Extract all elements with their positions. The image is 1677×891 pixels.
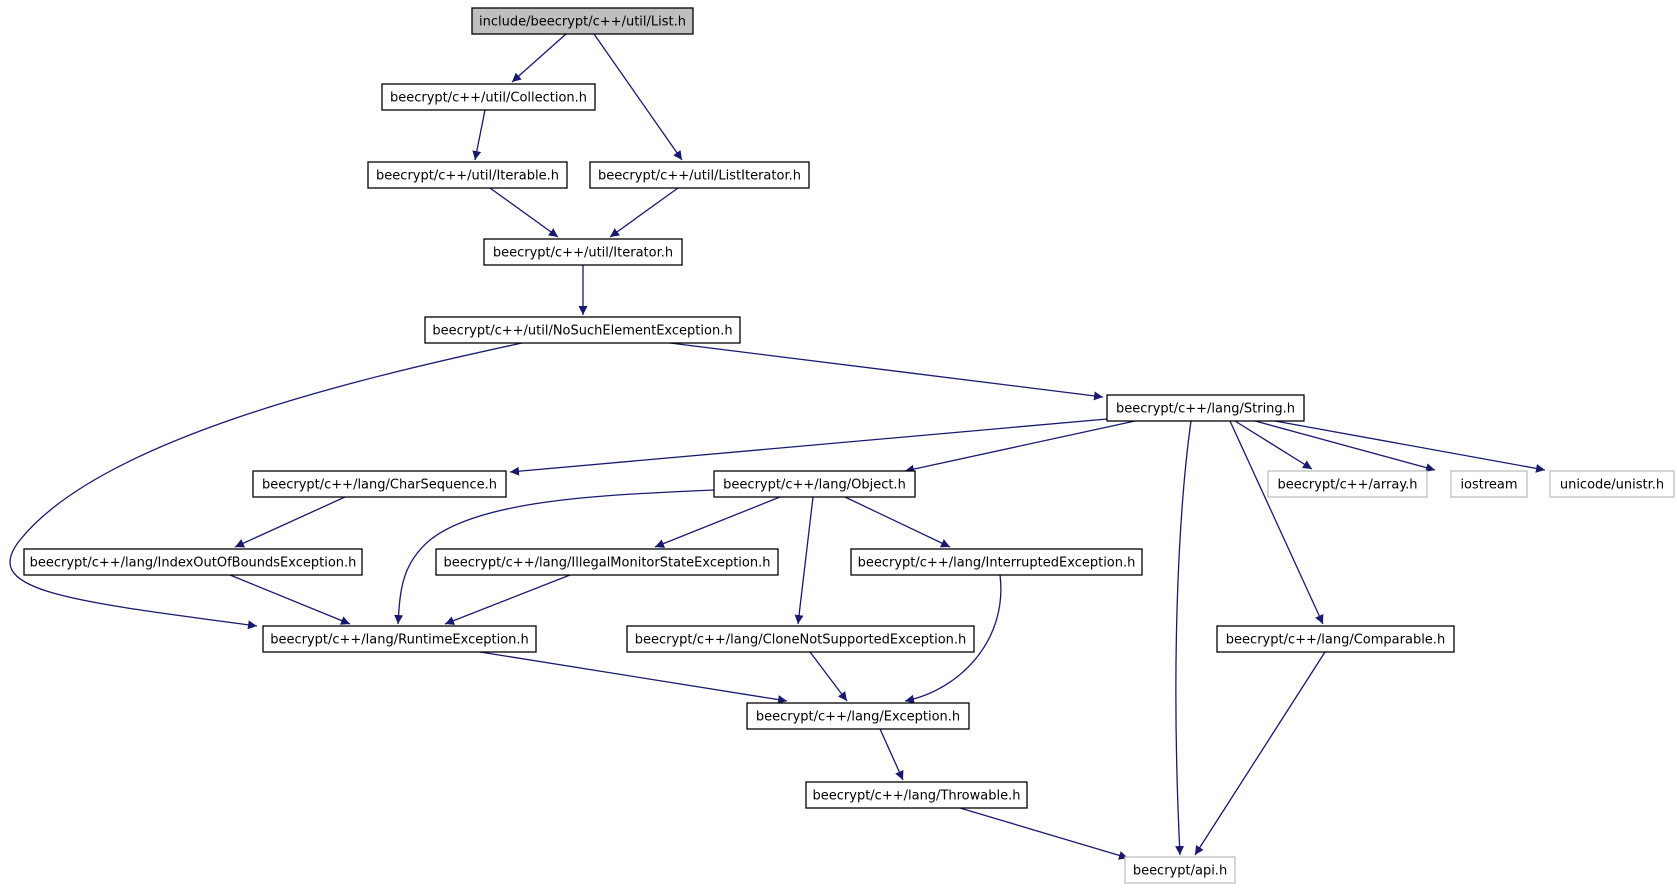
edge-string-to-unistr — [1274, 420, 1546, 473]
node-label: unicode/unistr.h — [1560, 478, 1664, 493]
node-box — [1124, 856, 1236, 884]
edge-throwable-to-api — [959, 807, 1129, 860]
node-exception[interactable]: beecrypt/c++/lang/Exception.h — [746, 702, 970, 730]
edge-comparable-to-api — [1194, 651, 1326, 856]
edge-illegalmon-to-runtime — [444, 574, 571, 625]
node-comparable[interactable]: beecrypt/c++/lang/Comparable.h — [1216, 625, 1455, 653]
node-box — [1106, 394, 1305, 422]
node-object[interactable]: beecrypt/c++/lang/Object.h — [713, 470, 916, 498]
node-box — [1450, 470, 1528, 498]
node-box — [23, 548, 363, 576]
node-unistr: unicode/unistr.h — [1549, 470, 1675, 498]
node-label: beecrypt/c++/util/Iterable.h — [376, 169, 559, 184]
edge-nosuch-to-runtime — [9, 342, 523, 630]
node-box — [589, 161, 810, 189]
node-label: beecrypt/c++/util/Collection.h — [390, 91, 587, 106]
node-charseq[interactable]: beecrypt/c++/lang/CharSequence.h — [252, 470, 507, 498]
node-ioob[interactable]: beecrypt/c++/lang/IndexOutOfBoundsExcept… — [23, 548, 363, 576]
edge-clonenot-to-exception — [809, 651, 848, 702]
edge-object-to-illegalmon — [654, 496, 781, 548]
node-label: beecrypt/c++/lang/Throwable.h — [813, 789, 1021, 804]
node-nosuch[interactable]: beecrypt/c++/util/NoSuchElementException… — [424, 316, 741, 344]
edge-string-to-charseq — [509, 418, 1108, 476]
node-box — [435, 548, 779, 576]
node-label: beecrypt/c++/util/Iterator.h — [493, 246, 673, 261]
node-label: beecrypt/c++/lang/Exception.h — [756, 710, 960, 725]
node-iterable[interactable]: beecrypt/c++/util/Iterable.h — [367, 161, 568, 189]
node-label: beecrypt/c++/lang/IndexOutOfBoundsExcept… — [30, 556, 357, 571]
node-label: beecrypt/c++/lang/Comparable.h — [1226, 633, 1445, 648]
node-array: beecrypt/c++/array.h — [1267, 470, 1428, 498]
node-label: beecrypt/c++/util/ListIterator.h — [598, 169, 801, 184]
edge-object-to-runtime — [394, 489, 715, 625]
node-api: beecrypt/api.h — [1124, 856, 1236, 884]
edge-string-to-comparable — [1229, 420, 1324, 625]
node-label: beecrypt/c++/util/NoSuchElementException… — [432, 324, 732, 339]
node-box — [471, 7, 694, 35]
node-label: iostream — [1460, 478, 1517, 493]
edge-list-to-listiterator — [593, 33, 683, 161]
node-box — [424, 316, 741, 344]
edge-collection-to-iterable — [472, 109, 486, 161]
node-label: beecrypt/c++/lang/InterruptedException.h — [858, 556, 1136, 571]
edge-string-to-api — [1175, 420, 1192, 856]
node-box — [252, 470, 507, 498]
node-interrupted[interactable]: beecrypt/c++/lang/InterruptedException.h — [850, 548, 1143, 576]
edge-iterable-to-iterator — [489, 187, 559, 238]
node-runtime[interactable]: beecrypt/c++/lang/RuntimeException.h — [262, 625, 537, 653]
node-label: beecrypt/c++/lang/IllegalMonitorStateExc… — [444, 556, 771, 571]
node-box — [713, 470, 916, 498]
edge-listiterator-to-iterator — [609, 187, 679, 238]
node-box — [1267, 470, 1428, 498]
node-box — [262, 625, 537, 653]
node-listiterator[interactable]: beecrypt/c++/util/ListIterator.h — [589, 161, 810, 189]
edge-string-to-array — [1234, 420, 1313, 470]
node-iostream: iostream — [1450, 470, 1528, 498]
node-box — [805, 781, 1028, 809]
node-label: beecrypt/c++/lang/CloneNotSupportedExcep… — [635, 633, 967, 648]
edge-nosuch-to-string — [669, 342, 1104, 401]
node-iterator[interactable]: beecrypt/c++/util/Iterator.h — [483, 238, 683, 266]
node-illegalmon[interactable]: beecrypt/c++/lang/IllegalMonitorStateExc… — [435, 548, 779, 576]
node-collection[interactable]: beecrypt/c++/util/Collection.h — [381, 83, 596, 111]
node-label: include/beecrypt/c++/util/List.h — [479, 15, 686, 30]
node-label: beecrypt/c++/lang/RuntimeException.h — [270, 633, 529, 648]
header-file-nodes: include/beecrypt/c++/util/List.h beecrypt… — [23, 7, 1675, 884]
edge-object-to-clonenot — [794, 496, 814, 625]
node-box — [746, 702, 970, 730]
edge-ioob-to-runtime — [229, 574, 351, 625]
node-label: beecrypt/api.h — [1133, 864, 1227, 879]
node-clonenot[interactable]: beecrypt/c++/lang/CloneNotSupportedExcep… — [626, 625, 975, 653]
node-box — [850, 548, 1143, 576]
node-box — [1549, 470, 1675, 498]
edge-exception-to-throwable — [879, 728, 904, 781]
node-box — [1216, 625, 1455, 653]
edge-string-to-iostream — [1254, 420, 1436, 472]
node-throwable[interactable]: beecrypt/c++/lang/Throwable.h — [805, 781, 1028, 809]
node-box — [381, 83, 596, 111]
node-list[interactable]: include/beecrypt/c++/util/List.h — [471, 7, 694, 35]
node-string[interactable]: beecrypt/c++/lang/String.h — [1106, 394, 1305, 422]
edge-string-to-object — [904, 420, 1136, 474]
node-label: beecrypt/c++/lang/CharSequence.h — [262, 478, 497, 493]
edge-object-to-interrupted — [844, 496, 951, 548]
edge-runtime-to-exception — [479, 651, 788, 705]
edge-list-to-collection — [511, 33, 567, 83]
edge-interrupted-to-exception — [904, 574, 1002, 704]
node-box — [483, 238, 683, 266]
node-label: beecrypt/c++/array.h — [1277, 478, 1417, 493]
node-box — [367, 161, 568, 189]
node-label: beecrypt/c++/lang/Object.h — [723, 478, 906, 493]
edge-charseq-to-ioob — [234, 496, 346, 548]
node-label: beecrypt/c++/lang/String.h — [1116, 402, 1295, 417]
dependency-edges — [9, 33, 1546, 860]
node-box — [626, 625, 975, 653]
